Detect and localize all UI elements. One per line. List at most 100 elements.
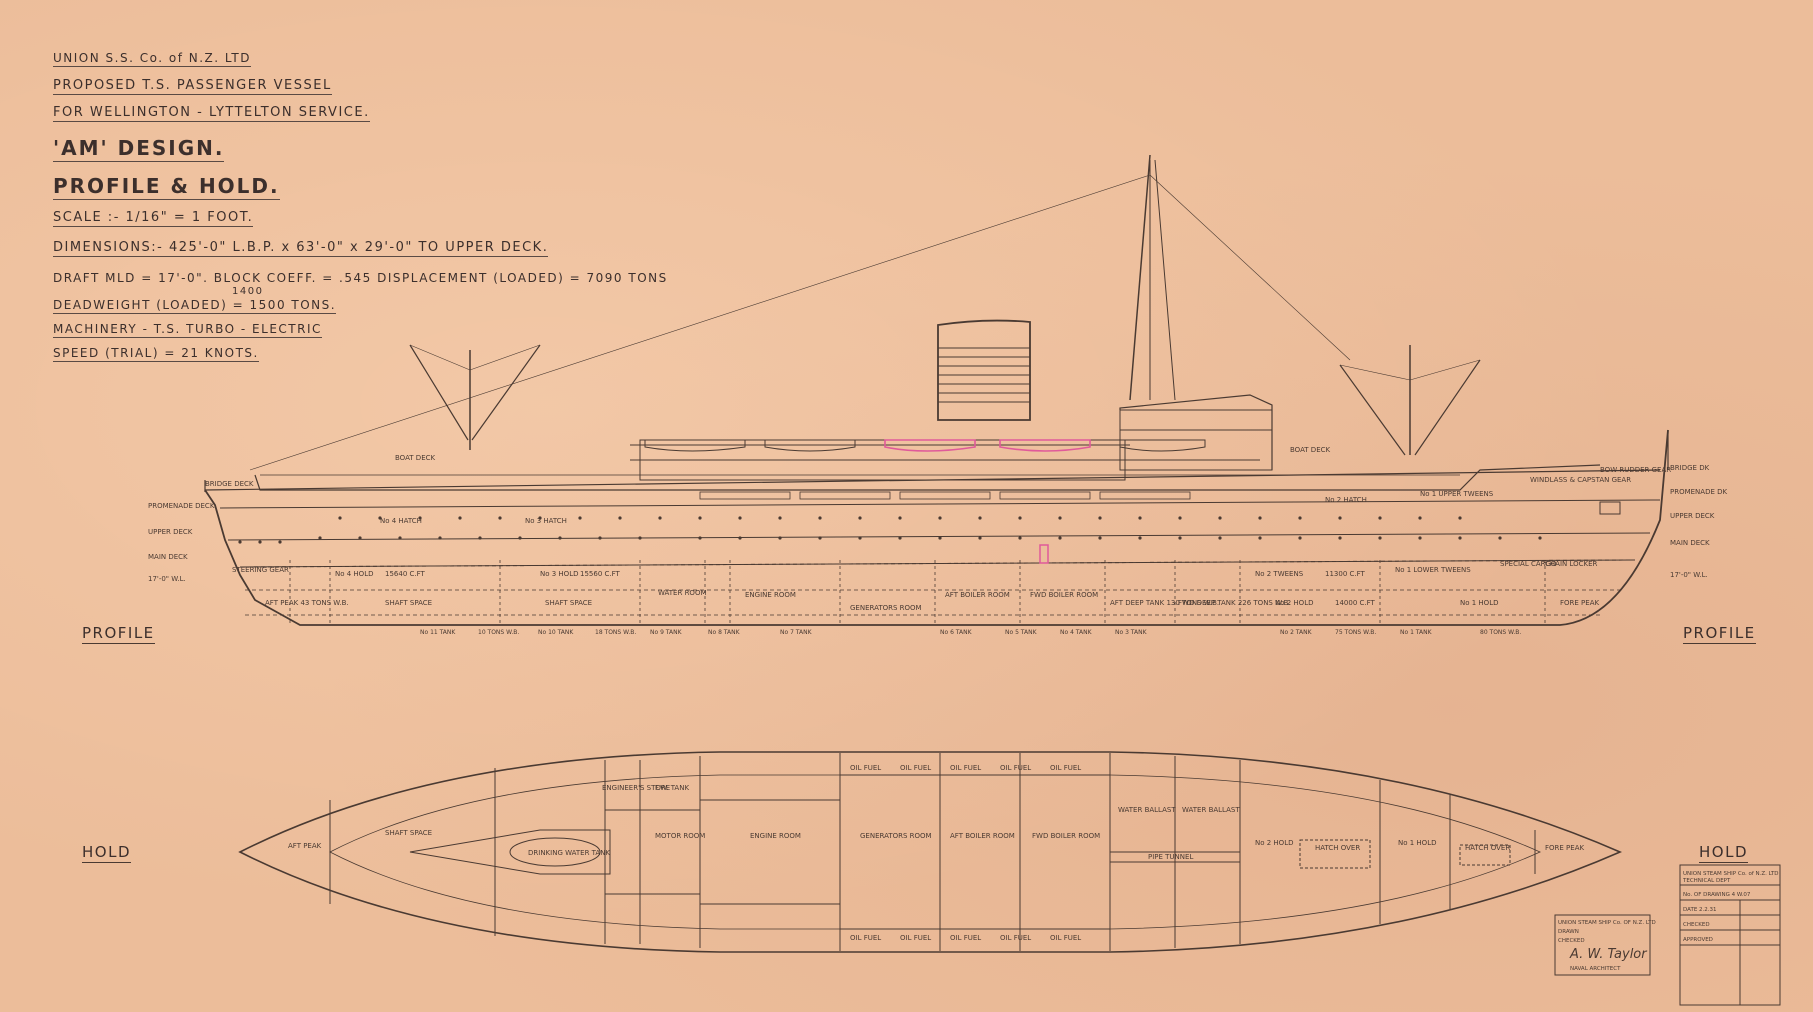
service-title: FOR WELLINGTON - LYTTELTON SERVICE. [53,105,370,122]
hold-annotations: AFT PEAK SHAFT SPACE DRINKING WATER TANK… [288,764,1584,942]
deck-label-upper-r: UPPER DECK [1670,512,1715,520]
hold-oil-fuel-4: OIL FUEL [1000,764,1031,772]
hold-engineers-store: ENGINEER'S STORE [602,784,670,792]
deadweight-text: DEADWEIGHT (LOADED) = 1500 TONS. [53,298,337,314]
profile-view [204,154,1669,626]
tb-row-4: DATE 2.2.31 [1683,907,1717,913]
deck-label-upper: UPPER DECK [148,528,193,536]
draft-text: DRAFT MLD = 17'-0". BLOCK COEFF. = .545 … [53,271,668,285]
comp-generators: GENERATORS ROOM [850,604,922,612]
tank-11: No 11 TANK [420,629,456,636]
design-title: 'AM' DESIGN. [53,136,225,162]
comp-hold-2-cft: 14000 C.FT [1335,599,1376,607]
tank-8: No 8 TANK [708,629,741,636]
hold-shaft-space: SHAFT SPACE [385,829,432,837]
comp-hold-1: No 1 HOLD [1460,599,1499,607]
deck-label-bridge: BRIDGE DECK [205,480,254,488]
comp-hold-3-cft: 15560 C.FT [580,570,621,578]
deck-label-promenade: PROMENADE DECK [148,502,215,510]
title-block [1554,864,1781,1006]
comp-tweens-2: No 2 TWEENS [1255,570,1304,578]
deck-label-wl-r: 17'-0" W.L. [1670,571,1708,579]
speed-text: SPEED (TRIAL) = 21 KNOTS. [53,346,259,362]
hold-generators: GENERATORS ROOM [860,832,932,840]
comp-special-cargo: SPECIAL CARGO [1500,560,1557,568]
comp-shaft-1: SHAFT SPACE [385,599,432,607]
stamp-line-2: DRAWN [1558,929,1579,935]
scale-text: SCALE :- 1/16" = 1 FOOT. [53,210,254,227]
hold-no2: No 2 HOLD [1255,839,1294,847]
hold-hatch-over-1: HATCH OVER [1465,844,1510,852]
hold-fore-peak: FORE PEAK [1545,844,1584,852]
hold-oil-fuel-10: OIL FUEL [1050,934,1081,942]
hold-no1: No 1 HOLD [1398,839,1437,847]
profile-annotations: BRIDGE DECK PROMENADE DECK UPPER DECK MA… [148,446,1728,612]
comp-lower-tweens-1: No 1 LOWER TWEENS [1395,566,1471,574]
deck-label-wl: 17'-0" W.L. [148,575,186,583]
tank-9: No 9 TANK [650,629,683,636]
hold-label-left: HOLD [82,843,131,863]
stamp-line-3: CHECKED [1558,938,1585,944]
deck-tag-boat-fwd: BOAT DECK [1290,446,1331,454]
stamp-line-1: UNION STEAM SHIP Co. OF N.Z. LTD [1558,920,1656,926]
deck-label-main-r: MAIN DECK [1670,539,1710,547]
tb-row-6: APPROVED [1683,937,1713,943]
comp-chain-locker: CHAIN LOCKER [1545,560,1598,568]
comp-fwd-deep-tank: FWD DEEP TANK 226 TONS W.B. [1178,599,1290,607]
comp-hold-4-cft: 15640 C.FT [385,570,426,578]
comp-hold-2: No 2 HOLD [1275,599,1314,607]
dimensions-text: DIMENSIONS:- 425'-0" L.B.P. x 63'-0" x 2… [53,240,549,257]
hold-oil-fuel-6: OIL FUEL [850,934,881,942]
hold-fwd-boiler: FWD BOILER ROOM [1032,832,1100,840]
tank-1-wb: 80 TONS W.B. [1480,629,1521,636]
tb-row-2: TECHNICAL DEPT [1682,878,1731,884]
comp-hold-4: No 4 HOLD [335,570,374,578]
comp-fore-peak: FORE PEAK [1560,599,1599,607]
hold-plan [238,751,1623,953]
hold-oil-fuel-8: OIL FUEL [950,934,981,942]
tb-row-1: UNION STEAM SHIP Co. of N.Z. LTD [1683,871,1779,877]
hold-water-ballast-1: WATER BALLAST [1118,806,1176,814]
comp-water-room: WATER ROOM [658,589,707,597]
machinery-text: MACHINERY - T.S. TURBO - ELECTRIC [53,322,322,338]
comp-aft-deep-tank: AFT DEEP TANK 130 TONS W.B. [1110,599,1219,607]
deck-tag-boat-aft: BOAT DECK [395,454,436,462]
hold-drinking-water: DRINKING WATER TANK [528,849,610,857]
hold-hatch-over-2: HATCH OVER [1315,844,1360,852]
hold-motor-room: MOTOR ROOM [655,832,705,840]
tank-annotations: No 11 TANK 10 TONS W.B. No 10 TANK 18 TO… [420,629,1521,636]
hold-aft-boiler: AFT BOILER ROOM [950,832,1015,840]
hold-oil-fuel-2: OIL FUEL [900,764,931,772]
deadweight-correction: 1400 [232,286,264,297]
title-block-text: UNION STEAM SHIP Co. of N.Z. LTD TECHNIC… [1558,871,1779,972]
comp-engine-room: ENGINE ROOM [745,591,796,599]
hold-label-right: HOLD [1699,843,1748,863]
deck-label-main: MAIN DECK [148,553,188,561]
sheet-title: PROFILE & HOLD. [53,174,280,200]
hold-aft-peak: AFT PEAK [288,842,322,850]
tank-4: No 4 TANK [1060,629,1093,636]
hold-oil-fuel-1: OIL FUEL [850,764,881,772]
tank-6: No 6 TANK [940,629,973,636]
hold-pipe-tunnel: PIPE TUNNEL [1148,853,1193,861]
comp-fwd-boiler: FWD BOILER ROOM [1030,591,1098,599]
tank-2: No 2 TANK [1280,629,1313,636]
tb-row-3: No. OF DRAWING 4 W.07 [1683,892,1751,898]
tank-7: No 7 TANK [780,629,813,636]
comp-hold-3: No 3 HOLD [540,570,579,578]
profile-label-right: PROFILE [1683,624,1756,644]
hold-oil-fuel-9: OIL FUEL [1000,934,1031,942]
deck-label-promenade-r: PROMENADE DK [1670,488,1728,496]
comp-tweens-2-cft: 11300 C.FT [1325,570,1366,578]
tank-10-wb: 18 TONS W.B. [595,629,636,636]
comp-steering: STEERING GEAR [232,566,289,574]
tank-10: No 10 TANK [538,629,574,636]
tb-row-5: CHECKED [1683,922,1710,928]
comp-hatch-2: No 2 HATCH [1325,496,1367,504]
hold-fw-tank: F.W. TANK [655,784,689,792]
tank-5: No 5 TANK [1005,629,1038,636]
deck-tag-bow-rudder: BOW RUDDER GEAR [1600,466,1671,474]
tank-1: No 1 TANK [1400,629,1433,636]
tank-3: No 3 TANK [1115,629,1148,636]
